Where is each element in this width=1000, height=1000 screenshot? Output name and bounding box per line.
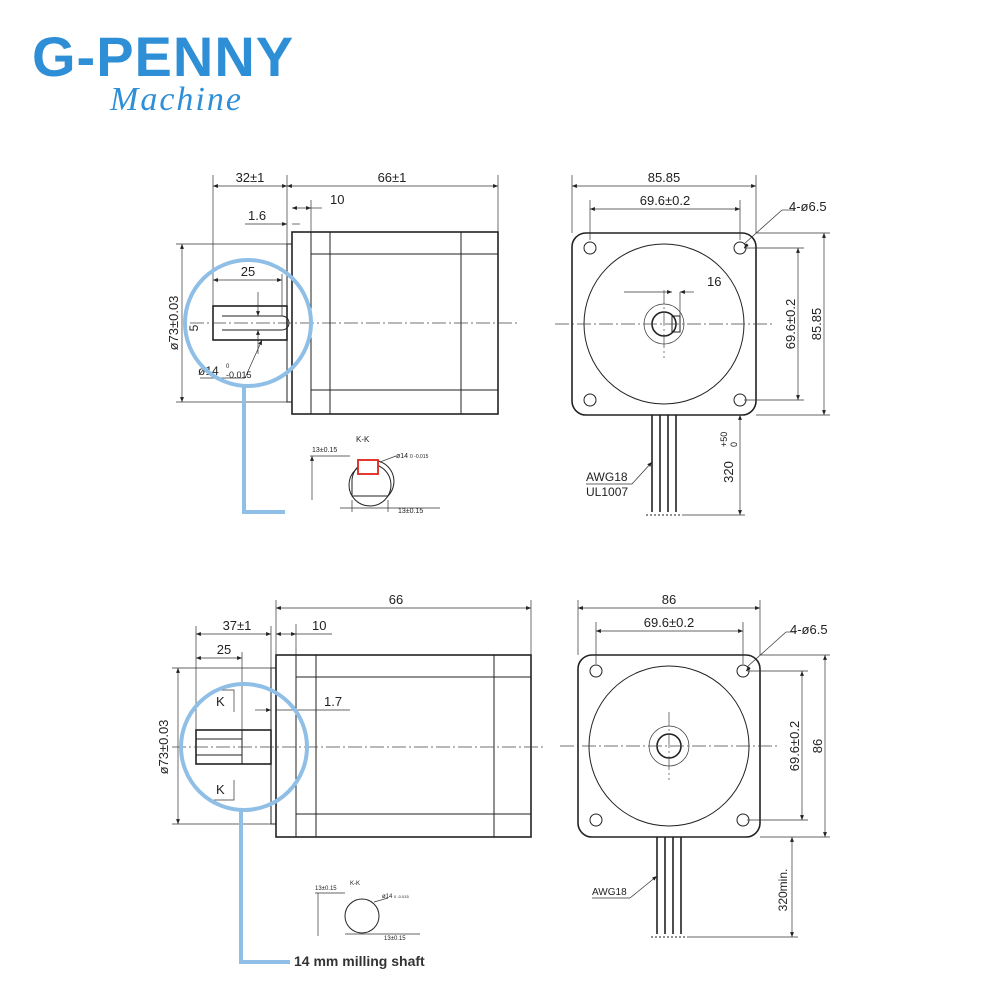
motor-b-front-width: 86	[662, 592, 676, 607]
motor-a-height: 85.85	[809, 308, 824, 341]
motor-a-pilot-dia: ø73±0.03	[166, 296, 181, 351]
motor-b-body-length: 66	[389, 592, 403, 607]
motor-a-key-width: 5	[187, 324, 201, 331]
motor-a-body-length: 66±1	[378, 170, 407, 185]
motor-a-shaft-callout	[183, 258, 313, 388]
motor-a-vert-bolt-spacing: 69.6±0.2	[783, 299, 798, 350]
motor-b-section: K-K 13±0.15 ø14 0 -0.015 13±0.15	[315, 881, 420, 942]
brand-tagline: Machine	[109, 81, 243, 118]
motor-a-key-depth: 16	[707, 274, 721, 289]
motor-b-section-dim-b: 13±0.15	[384, 936, 406, 942]
motor-b-vert-bolt-spacing: 69.6±0.2	[787, 721, 802, 772]
motor-b-hole-bl	[589, 813, 603, 827]
motor-b-body	[275, 654, 532, 838]
motor-b-section-dim-a: 13±0.15	[315, 886, 337, 892]
motor-a-lead-tol-lower: 0	[729, 442, 739, 447]
motor-b-section-mark-top: K	[216, 694, 225, 709]
motor-a-lead-tol-upper: +50	[719, 432, 729, 447]
motor-a-wire-spec: UL1007	[586, 485, 628, 499]
motor-a-side-view: 32±1 66±1 10 1.6 25 5 ø73±0.03 ø14 0 -0.…	[166, 170, 520, 514]
brand-logo: G-PENNY Machine	[32, 25, 294, 118]
motor-b-hole-tl	[589, 664, 603, 678]
motor-a-front-view: 85.85 69.6±0.2 4-ø6.5 16 69.6±0.2 85.85 …	[555, 170, 830, 516]
motor-a-section: K-K 13±0.15 ø14 0 -0.015 13±0.15	[310, 435, 440, 515]
motor-a-section-dia-tol: 0 -0.015	[410, 454, 429, 460]
motor-a-shaft-tol-upper: 0	[226, 364, 230, 370]
motor-b-wire-gauge: AWG18	[592, 887, 627, 898]
motor-b-height: 86	[810, 739, 825, 753]
motor-a-lead-length: 320	[721, 461, 736, 483]
motor-b-step: 1.7	[324, 694, 342, 709]
motor-a-bolt-spacing: 69.6±0.2	[640, 193, 691, 208]
motor-a-key-highlight	[357, 459, 379, 475]
motor-b-shaft-callout	[179, 682, 309, 812]
motor-b-front-view: 86 69.6±0.2 4-ø6.5 69.6±0.2 86 320min. A…	[560, 592, 830, 938]
brand-name: G-PENNY	[32, 25, 294, 88]
motor-a-front-width: 85.85	[648, 170, 681, 185]
motor-a-section-dim-b: 13±0.15	[398, 508, 423, 515]
motor-a-section-dia: ø14	[396, 453, 408, 460]
motor-a-step: 1.6	[248, 208, 266, 223]
motor-b-section-dia-tol: 0 -0.015	[394, 894, 409, 899]
motor-a-flange: 10	[330, 192, 344, 207]
motor-b-pilot-dia: ø73±0.03	[156, 720, 171, 775]
motor-a-key-length: 25	[241, 264, 255, 279]
motor-b-shaft-length: 37±1	[223, 618, 252, 633]
motor-a-hole-tl	[583, 241, 597, 255]
motor-a-shaft-tol-lower: -0.015	[226, 370, 252, 380]
motor-a-wire-gauge: AWG18	[586, 470, 628, 484]
motor-b-side-view: 66 37±1 10 25 1.7 ø73±0.03 K K	[156, 592, 545, 964]
motor-a-hole-bl	[583, 393, 597, 407]
motor-a-holes: 4-ø6.5	[789, 199, 827, 214]
motor-b-holes: 4-ø6.5	[790, 622, 828, 637]
motor-a-section-label: K-K	[356, 435, 370, 444]
motor-b-flange: 10	[312, 618, 326, 633]
motor-b-lead-length: 320min.	[776, 869, 790, 912]
motor-a-shaft-length: 32±1	[236, 170, 265, 185]
motor-b-caption: 14 mm milling shaft	[294, 953, 425, 969]
motor-b-section-label: K-K	[350, 881, 360, 887]
motor-b-section-dia: ø14	[382, 894, 393, 900]
motor-b-bolt-spacing: 69.6±0.2	[644, 615, 695, 630]
motor-b-key-length: 25	[217, 642, 231, 657]
motor-a-section-dim-a: 13±0.15	[312, 447, 337, 454]
motor-b-section-mark-bottom: K	[216, 782, 225, 797]
